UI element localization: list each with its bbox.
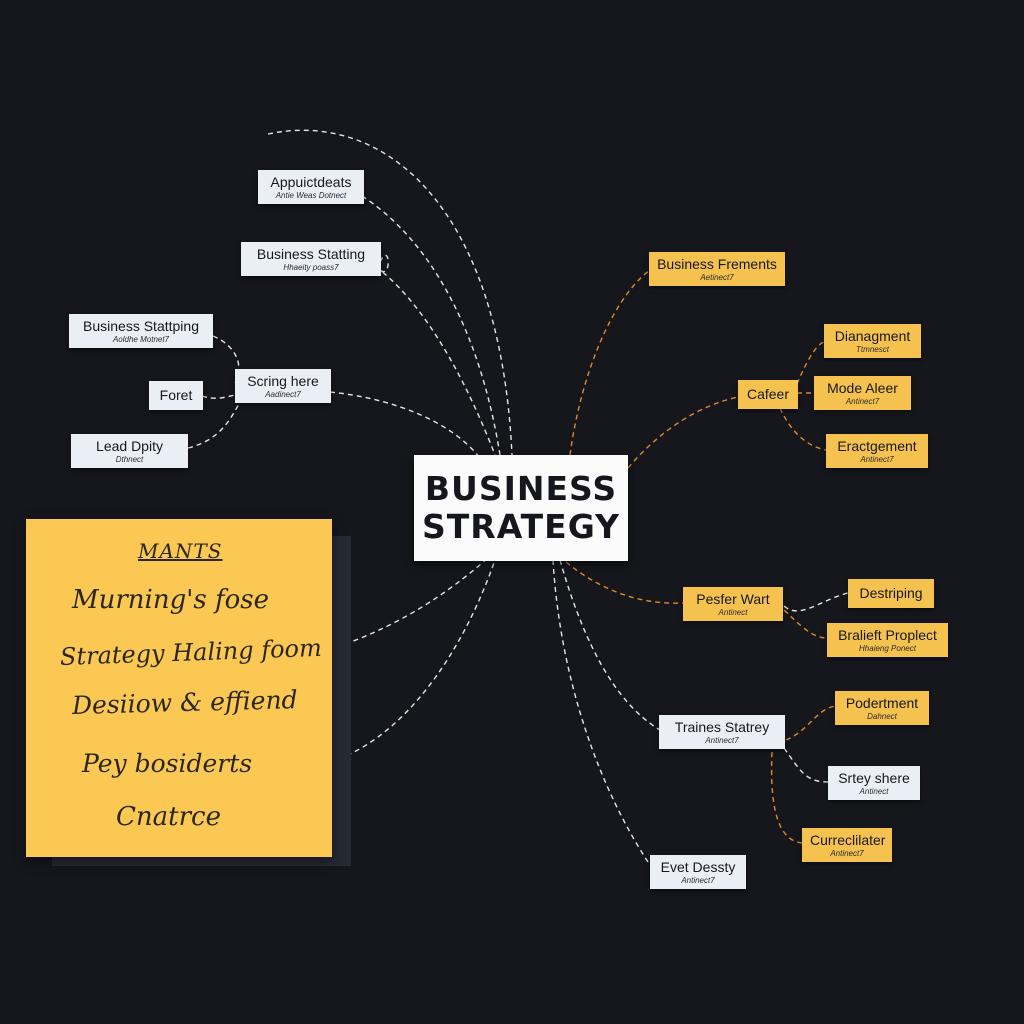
link-stattping-to-scring xyxy=(212,335,240,384)
note-line-3: Desiiow & effiend xyxy=(71,685,298,720)
node-bralieft-proplect[interactable]: Bralieft Proplect Hhaieng Ponect xyxy=(827,623,948,657)
note-line-2: Strategy Haling foom xyxy=(59,633,323,671)
link-foret-to-scring xyxy=(201,394,236,399)
central-topic-line-2: STRATEGY xyxy=(422,507,620,546)
link-note-lower xyxy=(329,559,496,763)
link-cafeer xyxy=(627,396,739,469)
node-lead-dpity[interactable]: Lead Dpity Dthnect xyxy=(71,434,188,468)
link-pesfer xyxy=(565,561,684,604)
link-note-upper xyxy=(327,557,489,651)
node-title: Traines Statrey xyxy=(674,719,770,735)
node-curreclilater[interactable]: Curreclilater Antinect7 xyxy=(802,828,892,862)
node-title: Curreclilater xyxy=(810,832,886,848)
sticky-note[interactable]: MANTS Murning's fose Strategy Haling foo… xyxy=(26,519,332,857)
node-title: Destriping xyxy=(859,585,923,601)
node-business-frements[interactable]: Business Frements Aetinect7 xyxy=(649,252,785,286)
link-traines-srtey xyxy=(783,747,829,783)
node-destriping[interactable]: Destriping xyxy=(848,579,934,608)
node-subtitle: Aadinect7 xyxy=(265,390,301,399)
node-subtitle: Hhaeity poass7 xyxy=(283,263,339,272)
node-subtitle: Antinect7 xyxy=(830,849,864,858)
node-eractgement[interactable]: Eractgement Antinect7 xyxy=(826,434,928,468)
node-traines-statrey[interactable]: Traines Statrey Antinect7 xyxy=(659,715,785,749)
node-subtitle: Ttmnesct xyxy=(856,345,889,354)
node-title: Dianagment xyxy=(834,328,911,344)
node-title: Podertment xyxy=(845,695,919,711)
node-subtitle: Antinect7 xyxy=(845,397,880,406)
node-podertment[interactable]: Podertment Dahnect xyxy=(835,691,929,725)
node-subtitle: Antinect7 xyxy=(681,876,715,885)
node-subtitle: Dthnect xyxy=(115,455,144,464)
node-title: Business Frements xyxy=(657,256,777,272)
link-cafeer-eract xyxy=(779,407,827,451)
node-mode-aleer[interactable]: Mode Aleer Antinect7 xyxy=(814,376,911,410)
node-subtitle: Antinect7 xyxy=(860,455,894,464)
node-dianagment[interactable]: Dianagment Ttmnesct xyxy=(824,324,921,358)
link-appuictdeats xyxy=(361,195,501,456)
link-scring-here xyxy=(329,391,481,459)
node-title: Business Statting xyxy=(256,246,366,262)
link-pesfer-destriping xyxy=(783,592,849,612)
node-title: Scring here xyxy=(247,373,319,389)
node-subtitle: Antinect xyxy=(718,608,748,617)
node-title: Cafeer xyxy=(746,386,790,402)
node-scring-here[interactable]: Scring here Aadinect7 xyxy=(235,369,331,403)
note-heading: MANTS xyxy=(138,539,223,563)
link-evet xyxy=(552,559,651,866)
node-business-statting[interactable]: Business Statting Hhaeity poass7 xyxy=(241,242,381,276)
node-subtitle: Antie Weas Dotnect xyxy=(275,191,347,200)
node-pesfer-wart[interactable]: Pesfer Wart Antinect xyxy=(683,587,783,621)
node-title: Bralieft Proplect xyxy=(838,627,937,643)
node-title: Appuictdeats xyxy=(270,174,352,190)
node-subtitle: Antinect xyxy=(859,787,889,796)
node-title: Business Stattping xyxy=(83,318,199,334)
node-title: Foret xyxy=(159,387,193,403)
link-lead-to-scring xyxy=(187,401,241,449)
node-title: Eractgement xyxy=(837,438,917,454)
node-srtey-shere[interactable]: Srtey shere Antinect xyxy=(828,766,920,800)
link-top-arc xyxy=(267,129,513,456)
central-topic[interactable]: BUSINESS STRATEGY xyxy=(414,455,628,561)
link-cafeer-dianagment xyxy=(796,341,825,385)
link-traines xyxy=(559,559,661,731)
node-title: Evet Dessty xyxy=(660,859,736,875)
central-topic-line-1: BUSINESS xyxy=(424,469,618,508)
node-title: Srtey shere xyxy=(838,770,910,786)
node-subtitle: Aoldhe Motnet7 xyxy=(112,335,170,344)
note-line-1: Murning's fose xyxy=(72,585,270,615)
node-subtitle: Antinect7 xyxy=(705,736,739,745)
node-subtitle: Hhaieng Ponect xyxy=(859,644,916,653)
node-foret[interactable]: Foret xyxy=(149,381,203,410)
node-business-stattping[interactable]: Business Stattping Aoldhe Motnet7 xyxy=(69,314,213,348)
node-title: Lead Dpity xyxy=(96,438,163,454)
link-traines-podertment xyxy=(785,705,836,741)
node-evet-dessty[interactable]: Evet Dessty Antinect7 xyxy=(650,855,746,889)
node-title: Pesfer Wart xyxy=(696,591,770,607)
note-line-4: Pey bosiderts xyxy=(82,749,253,778)
node-subtitle: Aetinect7 xyxy=(700,273,734,282)
link-pesfer-bralieft xyxy=(783,609,828,639)
link-business-frements xyxy=(569,269,651,456)
node-appuictdeats[interactable]: Appuictdeats Antie Weas Dotnect xyxy=(258,170,364,204)
note-line-5: Cnatrce xyxy=(116,802,221,832)
link-business-statting xyxy=(379,254,496,456)
node-subtitle: Dahnect xyxy=(867,712,897,721)
node-cafeer[interactable]: Cafeer xyxy=(738,380,798,409)
node-title: Mode Aleer xyxy=(827,380,898,396)
